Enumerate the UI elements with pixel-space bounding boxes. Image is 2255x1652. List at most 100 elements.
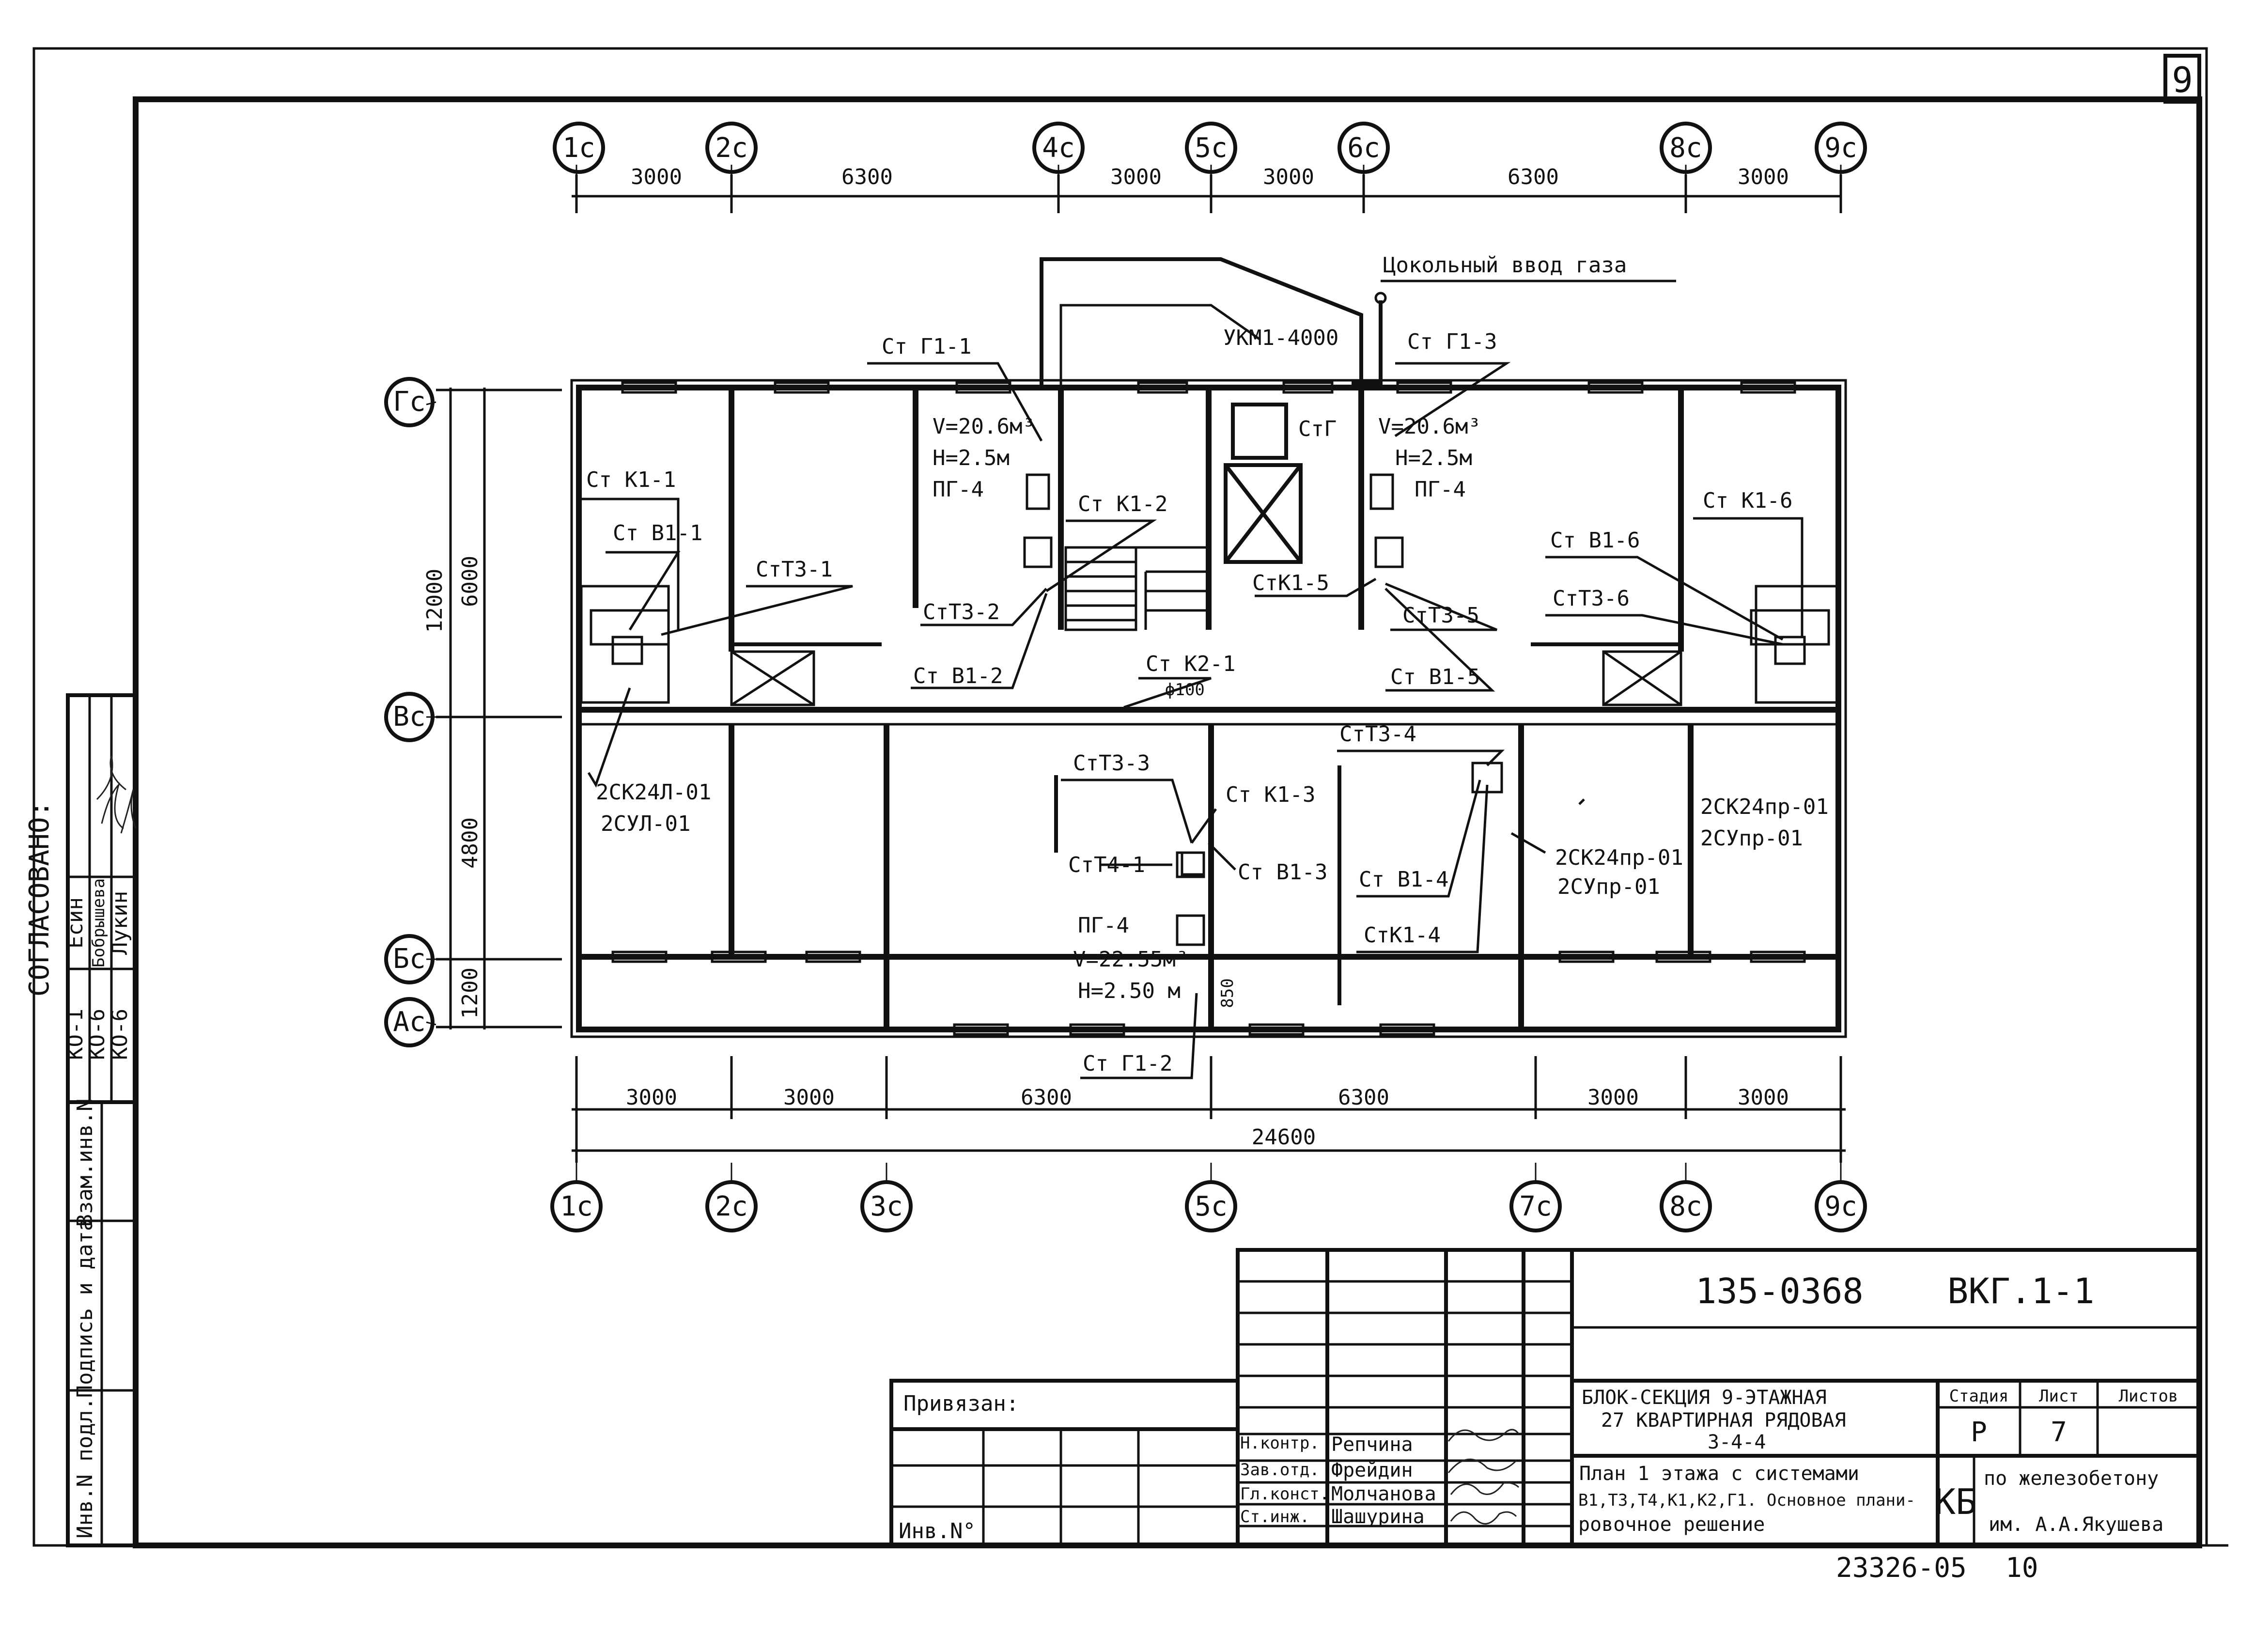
st-k1-6-label: Ст К1-6 [1703, 488, 1792, 513]
room-right-height: Н=2.5м [1395, 446, 1472, 470]
name-2: Фрейдин [1331, 1459, 1413, 1481]
room-left-height: Н=2.5м [933, 446, 1010, 470]
bound-label: Привязан: [903, 1391, 1019, 1416]
axis-bottom-5: 7с [1519, 1191, 1552, 1222]
approval-name-2: Бобрышева [89, 878, 109, 967]
project-line-1: БЛОК-СЕКЦИЯ 9-ЭТАЖНАЯ [1582, 1387, 1827, 1409]
dim-850: 850 [1218, 978, 1237, 1008]
bottom-dim-4: 6300 [1338, 1085, 1389, 1110]
inv-label: Инв.N° [899, 1519, 976, 1543]
stg-label: СтГ [1298, 417, 1337, 441]
st-g1-2-label: Ст Г1-2 [1083, 1051, 1172, 1076]
name-4: Шашурина [1331, 1506, 1425, 1528]
approval-code-3: КО-6 [108, 1009, 132, 1060]
axis-top-6: 8с [1669, 132, 1702, 164]
sink-right-1: 2СК24пр-01 [1700, 795, 1829, 819]
org-mark: КБ [1935, 1481, 1977, 1522]
bottom-dim-1: 3000 [626, 1085, 677, 1110]
st-v1-1-label: Ст В1-1 [613, 521, 702, 545]
footer-number: 23326-05 [1836, 1552, 1967, 1584]
axis-top-5: 6с [1347, 132, 1380, 164]
total-dim: 24600 [1252, 1125, 1316, 1150]
org-line-1: по железобетону [1984, 1467, 2159, 1490]
dimension-lines [426, 165, 1846, 1182]
left-dim-3: 1200 [458, 967, 482, 1019]
room-right-volume: V=20.6м³ [1378, 414, 1481, 439]
doc-code: 135-0368 [1695, 1271, 1864, 1311]
left-dim-1: 6000 [458, 556, 482, 607]
axis-bottom-1: 1с [560, 1191, 592, 1222]
bottom-dim-6: 3000 [1738, 1085, 1789, 1110]
top-dim-6: 3000 [1738, 165, 1789, 189]
sink-right-2: 2СУпр-01 [1700, 826, 1803, 851]
bottom-dim-3: 6300 [1021, 1085, 1072, 1110]
st-k2-1-label: Ст К2-1 [1146, 652, 1235, 676]
st-k1-5-label: СтК1-5 [1252, 571, 1329, 595]
approval-name-3: Лукин [108, 891, 132, 955]
st-g1-1-label: Ст Г1-1 [882, 334, 971, 359]
top-dim-3: 3000 [1110, 165, 1162, 189]
axis-bottom-2: 2с [715, 1191, 747, 1222]
room-center-stove: ПГ-4 [1078, 913, 1129, 938]
room-center-height: Н=2.50 м [1078, 979, 1181, 1003]
gas-input-label: Цокольный ввод газа [1383, 253, 1627, 278]
approval-code-2: КО-6 [85, 1009, 109, 1060]
room-right-stove: ПГ-4 [1415, 477, 1466, 502]
sink-center-2: 2СУпр-01 [1557, 874, 1660, 899]
side-stamp-inv: Инв.N подл. [73, 1397, 97, 1538]
st-v1-2-label: Ст В1-2 [913, 664, 1003, 688]
st-v1-5-label: Ст В1-5 [1390, 665, 1480, 689]
title-block [889, 1248, 2201, 1547]
sink-center-1: 2СК24пр-01 [1555, 845, 1683, 870]
bottom-dim-2: 3000 [783, 1085, 835, 1110]
project-line-3: 3-4-4 [1708, 1431, 1766, 1453]
axis-left-3: Бс [393, 943, 425, 975]
axis-left-1: Гс [393, 386, 425, 418]
top-dim-1: 3000 [631, 165, 682, 189]
project-line-2: 27 КВАРТИРНАЯ РЯДОВАЯ [1601, 1409, 1846, 1432]
top-dim-4: 3000 [1263, 165, 1314, 189]
list-header: Лист [2039, 1387, 2079, 1406]
axis-top-3: 4с [1042, 132, 1074, 164]
sink-left-2: 2СУЛ-01 [601, 811, 690, 836]
axis-top-4: 5с [1195, 132, 1227, 164]
axis-left-2: Вс [393, 701, 425, 732]
sink-left-1: 2СК24Л-01 [596, 780, 711, 805]
phi100-label: ф100 [1165, 680, 1205, 700]
sheet-title-2: В1,Т3,Т4,К1,К2,Г1. Основное плани- [1578, 1491, 1915, 1510]
st-t3-4-label: СтТ3-4 [1339, 722, 1416, 747]
axis-bottom-6: 8с [1669, 1191, 1702, 1222]
st-v1-4-label: Ст В1-4 [1359, 867, 1448, 892]
room-left-stove: ПГ-4 [933, 477, 984, 502]
approval-name-1: Есин [63, 897, 88, 949]
side-stamp [66, 1100, 138, 1547]
axis-bottom-3: 3с [870, 1191, 902, 1222]
sheet-mark: ВКГ.1-1 [1947, 1271, 2094, 1311]
top-dim-2: 6300 [841, 165, 893, 189]
footer-page: 10 [2006, 1552, 2038, 1584]
st-k1-3-label: Ст К1-3 [1226, 782, 1315, 807]
st-t3-5-label: СтТ3-5 [1402, 603, 1479, 628]
role-4: Ст.инж. [1240, 1507, 1309, 1527]
top-dim-5: 6300 [1508, 165, 1559, 189]
st-v1-6-label: Ст В1-6 [1550, 528, 1640, 553]
axis-top-2: 2с [715, 132, 747, 164]
approval-title: СОГЛАСОВАНО: [24, 801, 55, 997]
left-outer-dim: 12000 [422, 569, 447, 633]
name-1: Репчина [1331, 1434, 1413, 1456]
st-v1-3-label: Ст В1-3 [1238, 860, 1327, 885]
side-stamp-sign: Подпись и дата [73, 1218, 97, 1398]
st-t3-1-label: СтТ3-1 [756, 557, 833, 582]
st-g1-3-label: Ст Г1-3 [1407, 329, 1497, 354]
role-1: Н.контр. [1240, 1434, 1320, 1453]
role-3: Гл.конст. [1240, 1484, 1329, 1504]
st-t3-2-label: СтТ3-2 [923, 600, 1000, 624]
left-dim-2: 4800 [458, 817, 482, 869]
bottom-dim-5: 3000 [1587, 1085, 1639, 1110]
stage-value: Р [1971, 1417, 1987, 1448]
st-k1-2-label: Ст К1-2 [1078, 492, 1167, 516]
page-number: 9 [2172, 60, 2193, 100]
ukm-label: УКМ1-4000 [1223, 326, 1338, 350]
axis-top-1: 1с [562, 132, 595, 164]
